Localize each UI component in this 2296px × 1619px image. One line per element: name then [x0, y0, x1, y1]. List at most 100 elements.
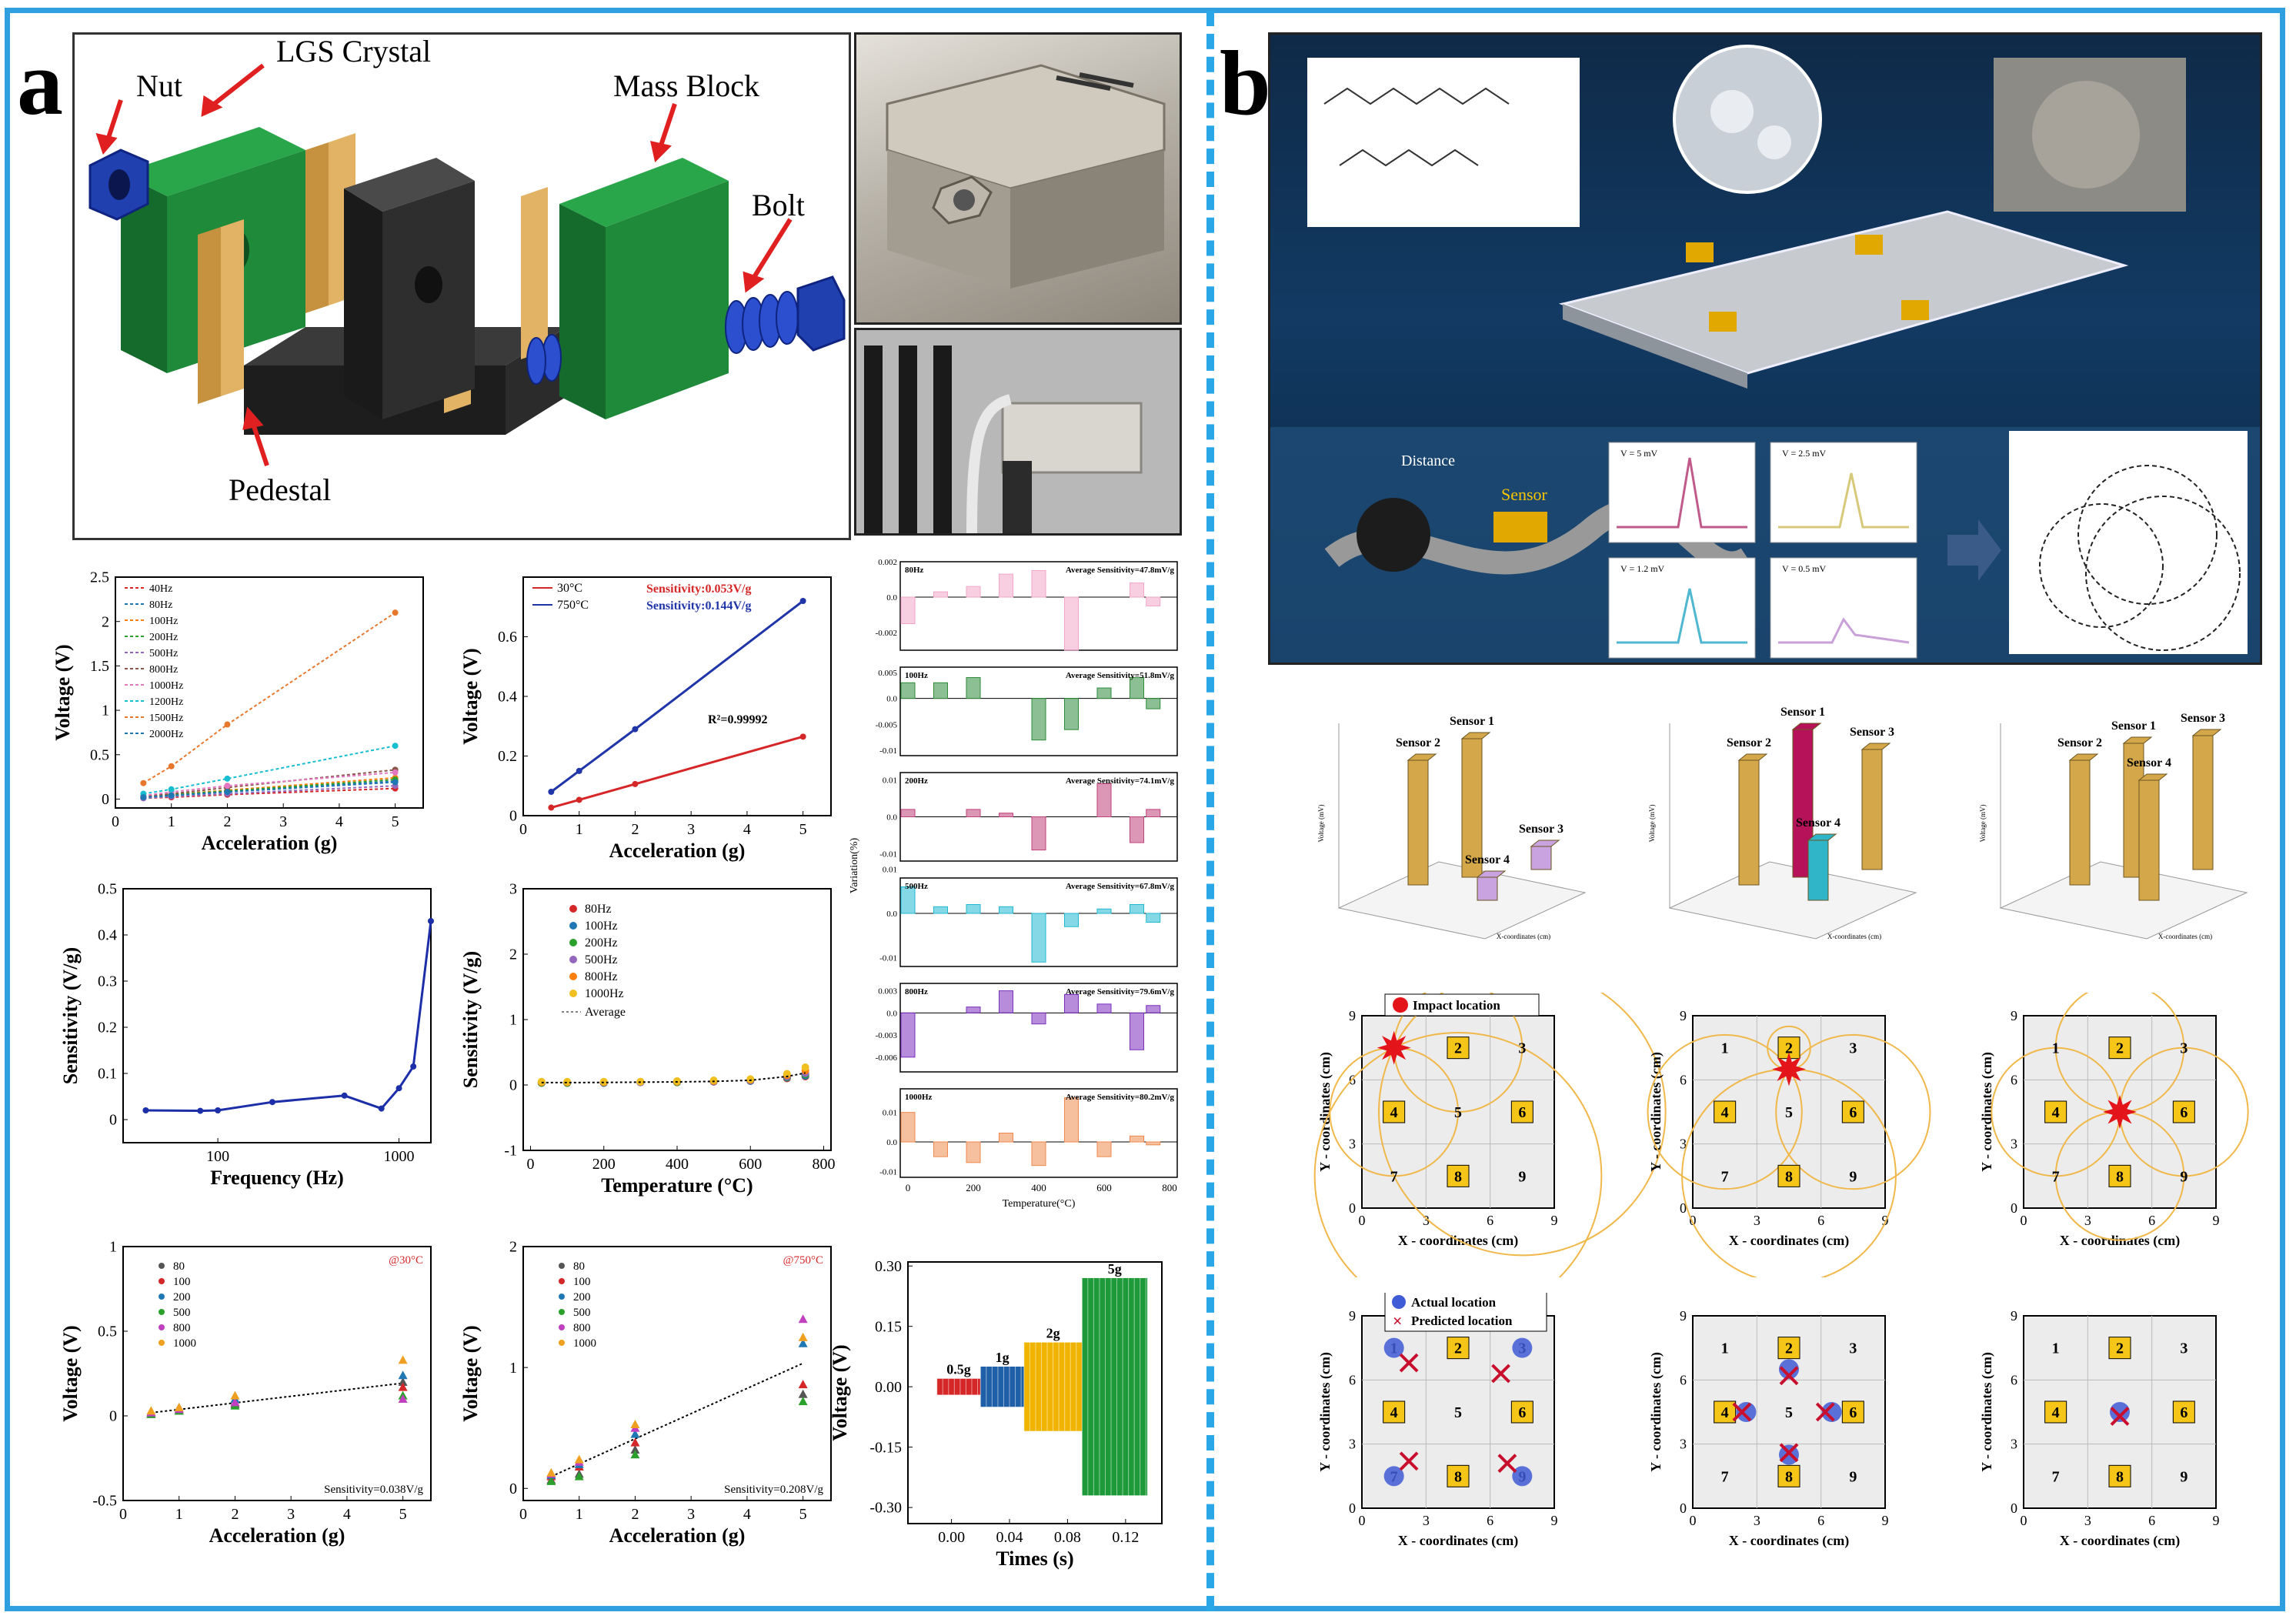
cell-label: 5 — [1454, 1404, 1462, 1421]
range-circle — [1647, 1033, 1803, 1190]
legend-swatch — [559, 1278, 565, 1284]
cell-label: 5 — [1785, 1404, 1793, 1421]
variation-bar — [1031, 570, 1046, 598]
x-tick-label: 200 — [592, 1156, 616, 1173]
legend-swatch — [159, 1324, 165, 1330]
x-tick-label: 3 — [1754, 1213, 1760, 1228]
sensor-bar-top — [1476, 870, 1507, 878]
data-point — [140, 794, 147, 801]
data-point — [709, 1077, 718, 1085]
predicted-location — [1815, 1402, 1835, 1422]
sensor-marker — [1447, 1464, 1470, 1487]
data-point — [140, 779, 147, 786]
x-tick-label: 5 — [799, 1506, 807, 1523]
sensitivity-note: Sensitivity=0.038V/g — [324, 1484, 423, 1496]
legend-label: 800Hz — [149, 664, 178, 676]
y-tick-label: 0.2 — [98, 1020, 117, 1036]
variation-bar — [999, 990, 1013, 1013]
legend-label: 1000 — [573, 1337, 596, 1350]
y-tick-label: 9 — [1680, 1308, 1687, 1324]
legend-swatch — [559, 1263, 565, 1269]
x-tick-label: 5 — [392, 813, 399, 830]
sensor-bar-top — [2137, 773, 2168, 781]
legend-swatch — [559, 1294, 565, 1300]
legend-label: Actual location — [1411, 1295, 1497, 1310]
legend-swatch — [569, 956, 577, 963]
x-tick-label: 2 — [231, 1506, 239, 1523]
cell-label: 2 — [2116, 1040, 2124, 1057]
data-point — [632, 780, 639, 787]
data-point — [548, 804, 555, 811]
y-axis-label: Sensitivity (V/g) — [59, 947, 82, 1084]
variation-bar — [1130, 583, 1144, 598]
y-tick-label: 0.2 — [498, 748, 517, 765]
series-line — [143, 781, 395, 799]
r-squared: R²=0.99992 — [708, 713, 767, 726]
cell-label: 8 — [1454, 1168, 1462, 1185]
subplot-tag: 200Hz — [905, 776, 928, 786]
sensor-marker — [1714, 1100, 1737, 1123]
legend-label: 500 — [173, 1307, 191, 1319]
data-point — [673, 1077, 681, 1085]
variation-bar — [1064, 698, 1079, 730]
variation-bar — [1064, 596, 1079, 651]
series-line — [143, 745, 395, 795]
predicted-location — [1779, 1366, 1799, 1386]
variation-bar — [1064, 993, 1079, 1013]
variation-bar — [900, 809, 916, 817]
data-point — [224, 721, 231, 728]
y-axis-label: Voltage (mV) — [1648, 804, 1656, 842]
y-axis-label: Voltage (V) — [459, 1325, 482, 1421]
cell-label: 7 — [1721, 1468, 1729, 1485]
legend-label: 40Hz — [149, 583, 172, 595]
sensor-label: Sensor 3 — [2181, 712, 2225, 725]
x-tick-label: 6 — [2148, 1513, 2155, 1528]
sensor-bar-top — [1407, 753, 1437, 761]
y-tick-label: 0 — [2011, 1200, 2017, 1216]
legend-label: 500Hz — [149, 648, 178, 659]
x-tick-label: 9 — [1882, 1213, 1889, 1228]
y-tick-label: 0 — [1349, 1500, 1356, 1516]
y-tick-label: 0 — [1680, 1200, 1687, 1216]
predicted-location — [1779, 1443, 1799, 1463]
variation-bar — [933, 591, 948, 598]
data-point — [546, 1467, 556, 1477]
subplot-average: Average Sensitivity=80.2mV/g — [1066, 1093, 1175, 1102]
sensor-bar-top — [1530, 840, 1560, 847]
legend-label: 800Hz — [585, 970, 618, 983]
legend-label: 1000Hz — [585, 987, 624, 1000]
variation-bar — [1031, 913, 1046, 963]
data-point — [395, 1085, 402, 1092]
cell-label: 2 — [1454, 1340, 1462, 1357]
x-tick-label: 9 — [1551, 1213, 1558, 1228]
inset-label-3: V = 1.2 mV — [1620, 563, 1665, 574]
sensor-bar — [1807, 840, 1829, 901]
subplot-tag: 80Hz — [905, 566, 924, 575]
sensor-marker — [2044, 1400, 2067, 1424]
sensor-marker — [2044, 1100, 2067, 1123]
bar3d-floor — [1668, 861, 1917, 940]
y-tick-label: 0 — [509, 808, 517, 825]
data-point — [197, 1107, 204, 1114]
y-tick-label: 6 — [1680, 1372, 1687, 1387]
x-tick-label: 0.12 — [1112, 1529, 1139, 1546]
data-point — [341, 1092, 348, 1099]
subplot-tag: 500Hz — [905, 882, 928, 891]
x-tick-label: 0 — [119, 1506, 127, 1523]
y-tick-label: 2 — [509, 1239, 517, 1256]
data-point — [224, 789, 231, 796]
x-axis-label: X - coordinates (cm) — [1398, 1533, 1518, 1549]
x-tick-label: 400 — [1031, 1182, 1046, 1193]
signal-segment — [980, 1367, 1024, 1407]
x-tick-label: 3 — [2084, 1513, 2091, 1528]
sensor-label: Sensor 1 — [2111, 719, 2156, 733]
data-point — [398, 1394, 408, 1403]
segment-label: 1g — [996, 1350, 1010, 1365]
y-tick-label: -0.01 — [879, 746, 897, 756]
legend-label: 750°C — [557, 599, 589, 612]
x-tick-label: 0 — [112, 813, 119, 830]
legend-label: 200 — [173, 1291, 191, 1304]
